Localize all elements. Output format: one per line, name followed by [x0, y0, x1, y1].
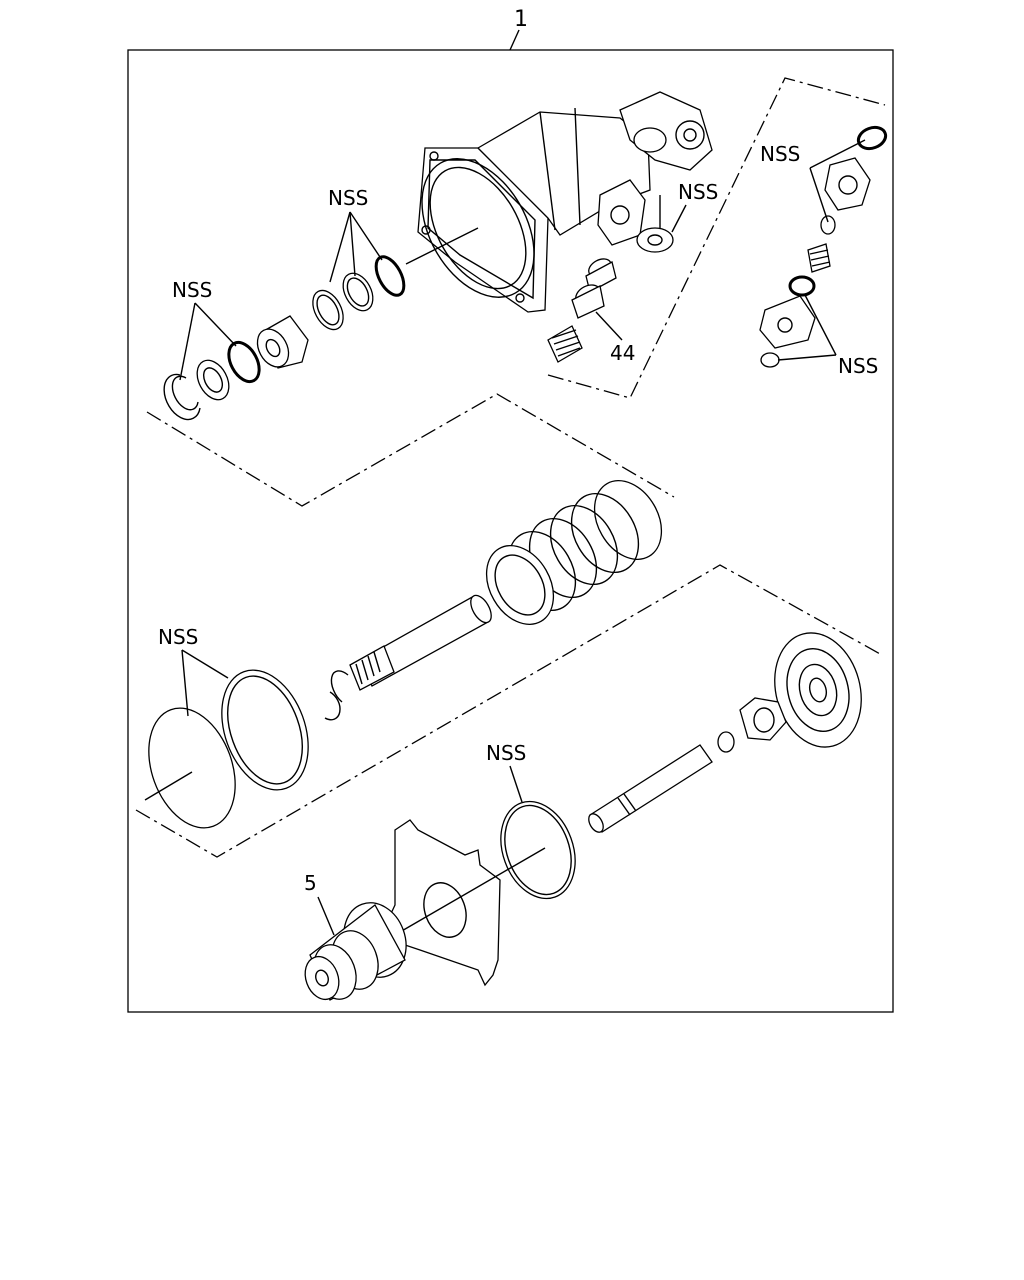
label-nss-7: NSS [486, 741, 526, 765]
large-seal-rings [144, 669, 309, 829]
label-nss-5: NSS [838, 354, 878, 378]
label-nss-4: NSS [760, 142, 800, 166]
push-rod [324, 594, 492, 721]
return-spring [485, 480, 663, 625]
piston-disc [717, 632, 862, 753]
label-nss-2: NSS [172, 278, 212, 302]
housing [417, 91, 713, 313]
label-nss-6: NSS [158, 625, 198, 649]
check-valve-parts [759, 125, 888, 368]
label-part-44: 44 [610, 341, 635, 365]
label-assembly-1: 1 [514, 7, 528, 32]
label-nss-3: NSS [678, 180, 718, 204]
bottom-seal-ring [500, 800, 576, 900]
valve-parts [547, 195, 674, 363]
label-nss-1: NSS [328, 186, 368, 210]
label-part-5: 5 [304, 871, 317, 895]
threaded-shaft [588, 744, 713, 833]
dust-boot [304, 902, 407, 1001]
